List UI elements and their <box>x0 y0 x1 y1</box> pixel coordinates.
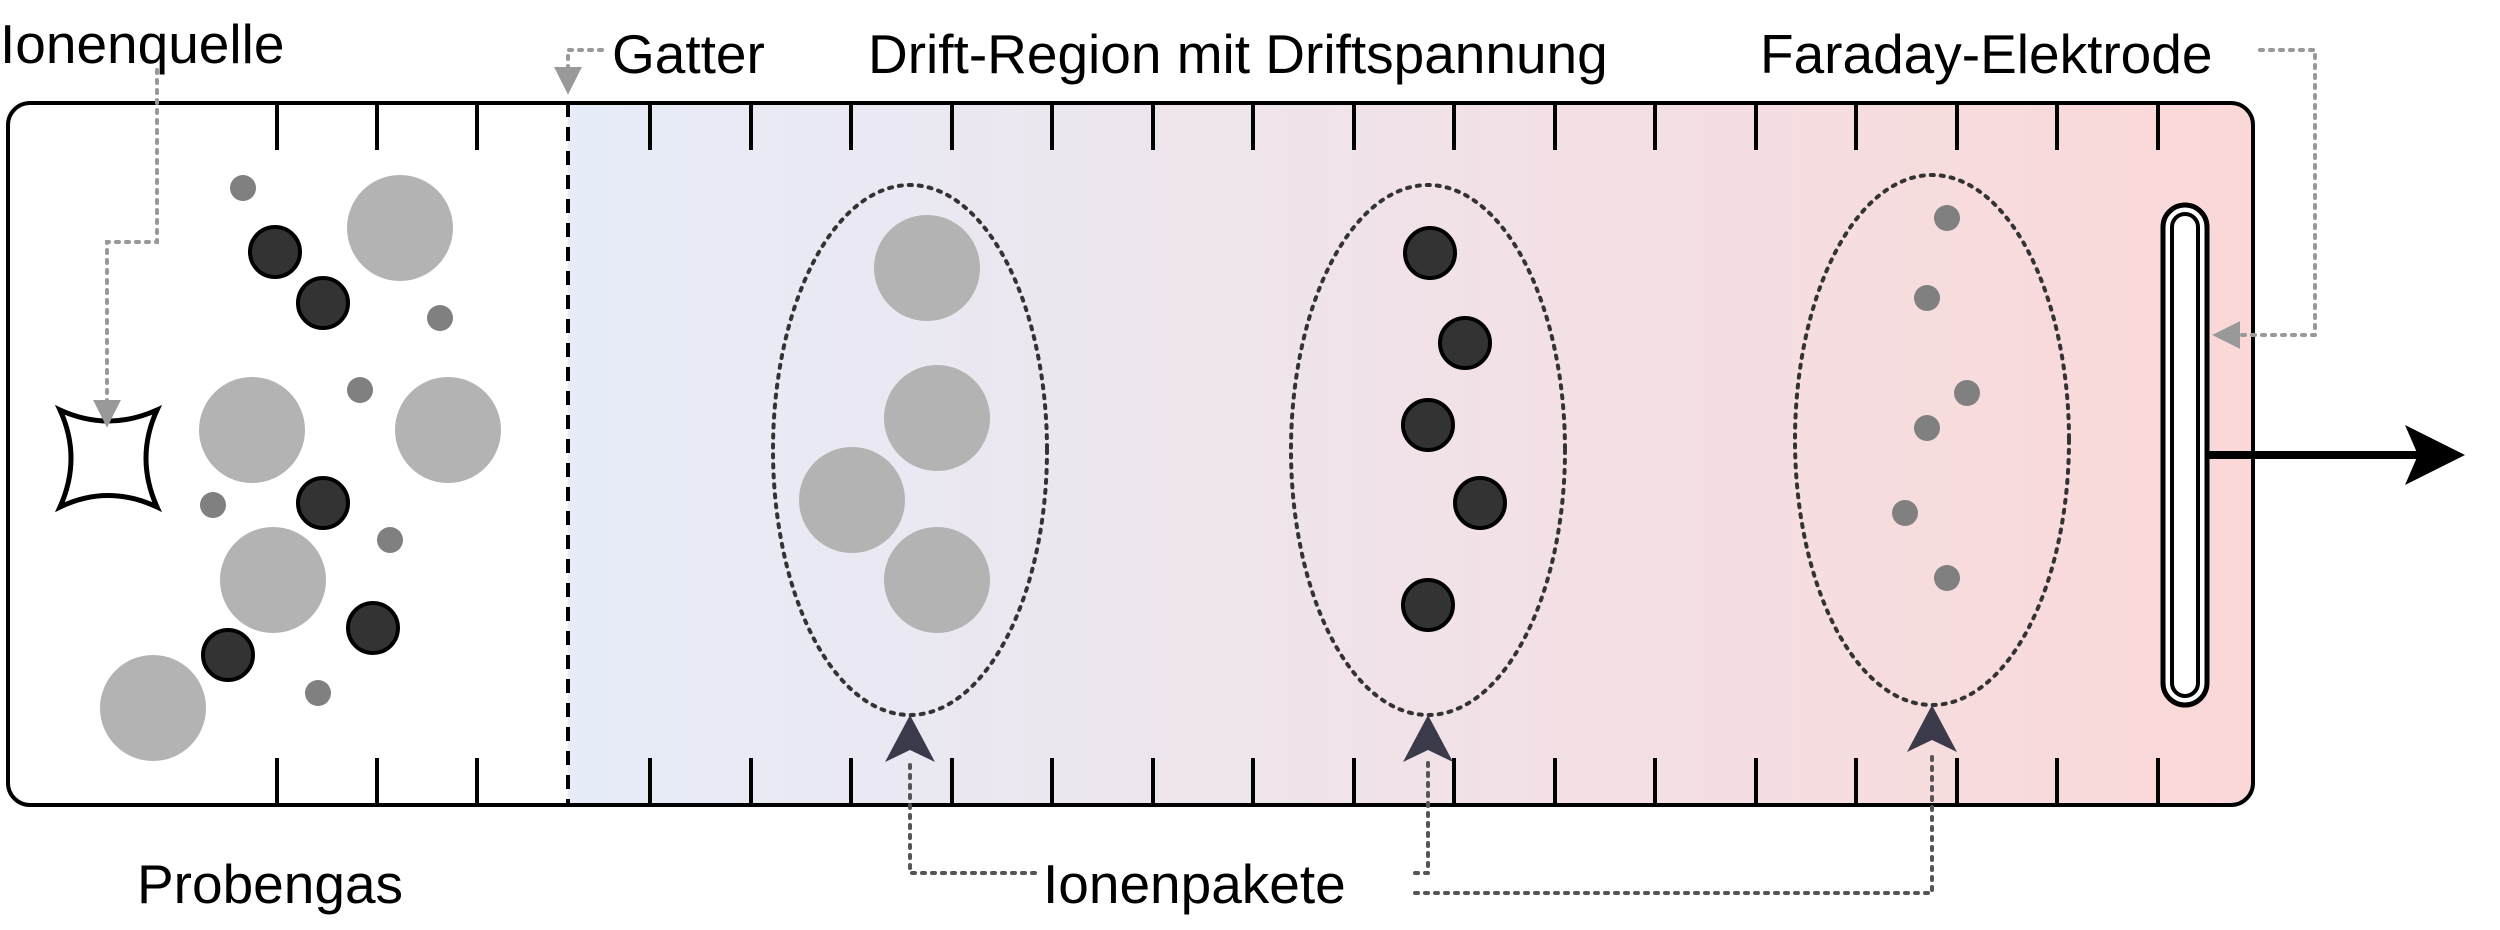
medium-particle <box>296 476 350 530</box>
ion-packet-arrowheads <box>885 705 1957 762</box>
small-particle <box>1892 500 1918 526</box>
small-particle <box>1954 380 1980 406</box>
large-particle <box>100 655 206 761</box>
ion-packet-3 <box>1892 205 1980 591</box>
ion-source-label: Ionenquelle <box>0 13 284 75</box>
medium-particle <box>1438 316 1492 370</box>
faraday-electrode-inner <box>2170 212 2200 698</box>
drift-region-background <box>568 103 2253 805</box>
large-particle <box>799 447 905 553</box>
faraday-electrode <box>2160 202 2210 708</box>
gate-label: Gatter <box>612 23 765 85</box>
medium-particle <box>1401 578 1455 632</box>
small-particle <box>1914 415 1940 441</box>
arrow-right-icon <box>2405 425 2465 485</box>
faraday-electrode-label: Faraday-Elektrode <box>1760 23 2212 85</box>
medium-particle <box>346 601 400 655</box>
electrode-ticks <box>275 103 2160 805</box>
small-particle <box>427 305 453 331</box>
spark-icon <box>54 404 163 513</box>
large-particle <box>884 527 990 633</box>
medium-particle <box>1401 398 1455 452</box>
large-particle <box>395 377 501 483</box>
medium-particle <box>1453 476 1507 530</box>
drift-region-label: Drift-Region mit Driftspannung <box>868 23 1608 85</box>
medium-particle <box>201 628 255 682</box>
large-particle <box>874 215 980 321</box>
sample-gas-label: Probengas <box>137 853 403 915</box>
small-particle <box>200 492 226 518</box>
large-particle <box>347 175 453 281</box>
large-particle <box>220 527 326 633</box>
small-particle <box>377 527 403 553</box>
ion-packet-2 <box>1401 226 1507 632</box>
ion-packet-leaders <box>908 750 1934 895</box>
ion-packets-label: Ionenpakete <box>1043 853 1346 915</box>
medium-particle <box>248 225 302 279</box>
small-particle <box>347 377 373 403</box>
small-particle <box>305 680 331 706</box>
small-particle <box>1914 285 1940 311</box>
medium-particle <box>1403 226 1457 280</box>
faraday-leader <box>2212 48 2317 349</box>
ion-packet-1 <box>799 215 990 633</box>
ion-source-leader <box>93 68 159 428</box>
small-particle <box>230 175 256 201</box>
small-particle <box>1934 565 1960 591</box>
gate-leader <box>554 48 604 95</box>
sample-gas-particles <box>100 175 501 761</box>
large-particle <box>884 365 990 471</box>
large-particle <box>199 377 305 483</box>
medium-particle <box>296 276 350 330</box>
small-particle <box>1934 205 1960 231</box>
